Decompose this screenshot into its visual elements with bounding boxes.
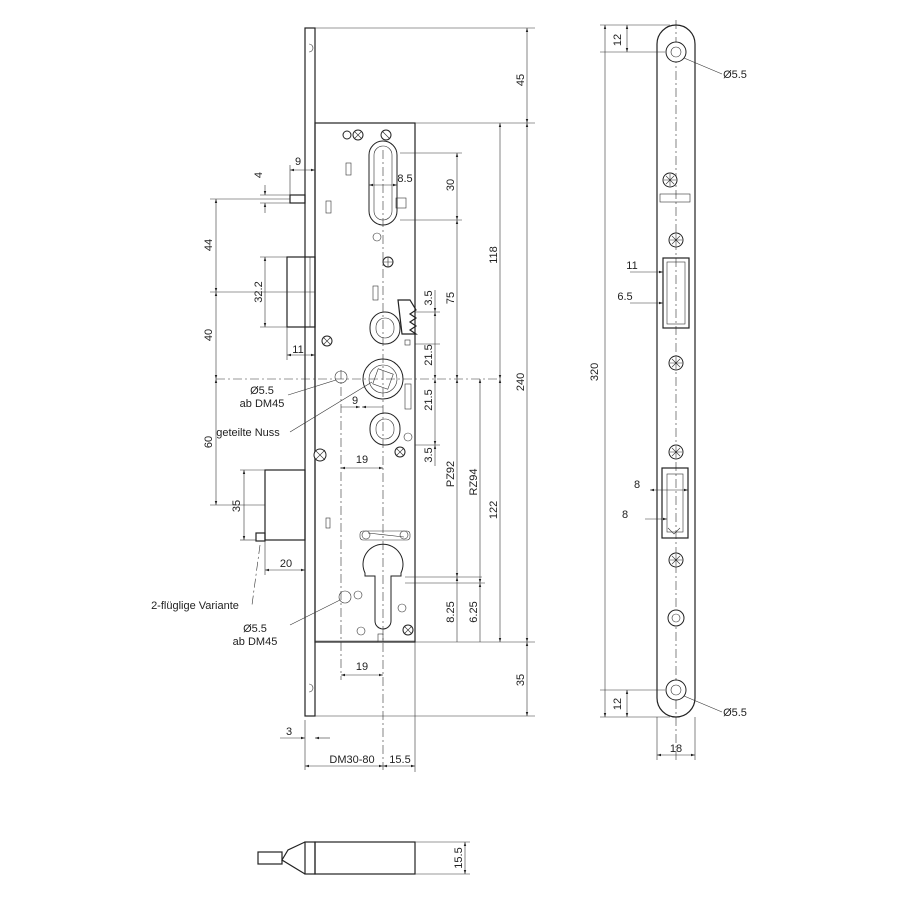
dim-19-upper: 19	[356, 454, 368, 466]
dim-8-upper: 8	[634, 479, 640, 491]
dim-6-5: 6.5	[617, 291, 632, 303]
dim-19-lower: 19	[356, 661, 368, 673]
bolt-opening	[661, 467, 689, 539]
bottom-view: 15.5	[257, 841, 470, 875]
dim-3: 3	[286, 726, 292, 738]
faceplate-hole-top-label: Ø5.5	[723, 69, 747, 81]
dim-60: 60	[203, 436, 215, 448]
dim-45: 45	[515, 74, 527, 86]
screw-hole-top	[665, 41, 687, 63]
split-hub-label: geteilte Nuss	[216, 427, 280, 439]
screw-icon	[342, 130, 352, 140]
dim-122: 122	[488, 501, 500, 519]
dead-bolt	[264, 469, 306, 541]
double-leaf-label: 2-flüglige Variante	[151, 600, 239, 612]
dim-240: 240	[515, 373, 527, 391]
hole-dia-label-2: Ø5.5	[243, 623, 267, 635]
dim-12-bottom: 12	[612, 698, 624, 710]
hole-dia-label: Ø5.5	[250, 385, 274, 397]
dim-320: 320	[589, 363, 601, 381]
hole-note-label: ab DM45	[240, 398, 285, 410]
dim-30: 30	[445, 179, 457, 191]
main-dimensions	[210, 27, 535, 772]
dim-75: 75	[445, 292, 457, 304]
dim-3-5-upper: 3.5	[423, 290, 435, 305]
dim-21-5-upper: 21.5	[423, 344, 435, 365]
dim-40: 40	[203, 329, 215, 341]
follower-slot-lower	[369, 412, 401, 446]
main-dimension-labels: 45 9 4 8.5 30 44 32.2 118 3.5 75 40 11 2…	[151, 74, 527, 766]
dim-35-bottom: 35	[515, 674, 527, 686]
dim-32-2: 32.2	[253, 281, 265, 302]
dim-8-5: 8.5	[397, 173, 412, 185]
dim-8-lower: 8	[622, 509, 628, 521]
dim-9-top: 9	[295, 156, 301, 168]
main-lock-view	[216, 27, 500, 770]
faceplate-hole-bottom-label: Ø5.5	[723, 707, 747, 719]
dim-21-5-lower: 21.5	[423, 389, 435, 410]
double-leaf-pin	[255, 532, 266, 542]
dim-15-5-bottom: 15.5	[453, 847, 465, 868]
hole-note-label-2: ab DM45	[233, 636, 278, 648]
follower-slot-upper	[369, 311, 401, 345]
dim-20: 20	[280, 558, 292, 570]
cylinder-cutout	[362, 543, 404, 630]
dim-8-25: 8.25	[445, 601, 457, 622]
dim-dm: DM30-80	[329, 754, 374, 766]
dim-9-hub: 9	[352, 395, 358, 407]
dim-35-bolt: 35	[231, 500, 243, 512]
latch-opening	[662, 257, 690, 329]
dim-18: 18	[670, 743, 682, 755]
dim-15-5: 15.5	[389, 754, 410, 766]
dim-3-5-lower: 3.5	[423, 447, 435, 462]
dim-6-25: 6.25	[468, 601, 480, 622]
faceplate	[304, 27, 316, 717]
small-latch	[289, 194, 306, 204]
dim-11-faceplate: 11	[626, 260, 637, 272]
screw-hole-bottom	[665, 679, 687, 701]
dim-118: 118	[488, 246, 500, 264]
faceplate-side-view: 12 Ø5.5 320 11 6.5 8 8 12 Ø5.5 18	[589, 20, 747, 760]
dim-pz92: PZ92	[445, 461, 457, 487]
screw-hole-mid	[667, 609, 685, 627]
dim-12-top: 12	[612, 34, 624, 46]
dim-11: 11	[292, 344, 303, 356]
dim-44: 44	[203, 239, 215, 251]
dim-rz94: RZ94	[468, 469, 480, 496]
dim-4: 4	[253, 172, 265, 178]
faceplate-screws	[662, 172, 684, 568]
spring	[397, 299, 418, 335]
